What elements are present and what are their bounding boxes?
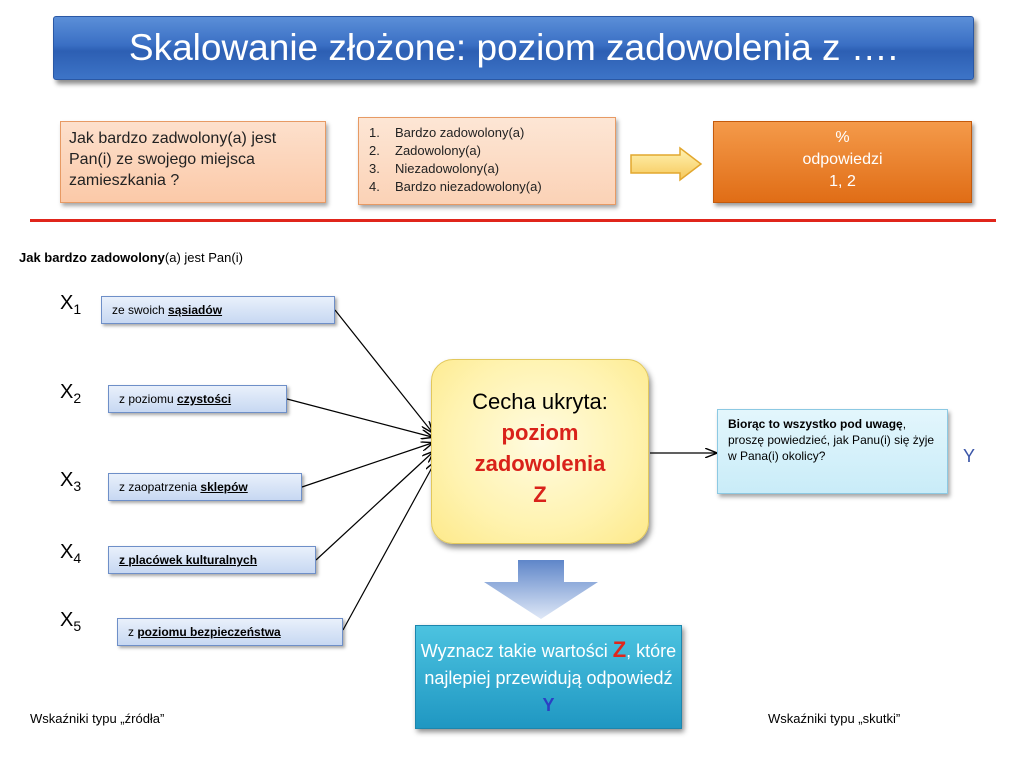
x2-label: X2 [60,381,82,406]
right-arrow-icon [630,146,703,182]
option-item: 3.Niezadowolony(a) [369,161,500,176]
arrow-x2 [286,398,432,437]
x5-label: X5 [60,609,82,634]
arrow-x5 [342,462,435,631]
divider-line [30,219,996,222]
arrow-x4 [315,452,433,561]
question-box: Jak bardzo zadwolony(a) jest Pan(i) ze s… [60,121,326,203]
answer-options-box: 1.Bardzo zadowolony(a) 2.Zadowolony(a) 3… [358,117,616,205]
option-label: Niezadowolony(a) [395,161,500,176]
option-item: 1.Bardzo zadowolony(a) [369,125,525,140]
down-arrow-icon [484,560,598,619]
section-subtitle: Jak bardzo zadowolony(a) jest Pan(i) [19,250,243,265]
outcome-question-box: Biorąc to wszystko pod uwagę, proszę pow… [717,409,948,494]
result-line: % [835,129,850,146]
indicator-box-cleanliness: z poziomu czystości [108,385,287,413]
result-box: % odpowiedzi 1, 2 [713,121,972,203]
title-banner: Skalowanie złożone: poziom zadowolenia z… [53,16,974,80]
conclusion-box: Wyznacz takie wartości Z, które najlepie… [415,625,682,729]
result-line: odpowiedzi [802,151,883,168]
x4-label: X4 [60,541,82,566]
indicator-box-culture: z placówek kulturalnych [108,546,316,574]
indicator-box-shops: z zaopatrzenia sklepów [108,473,302,501]
arrow-x3 [301,443,432,488]
option-label: Bardzo zadowolony(a) [395,125,525,140]
option-label: Bardzo niezadowolony(a) [395,179,542,194]
result-line: 1, 2 [829,173,856,190]
latent-trait-box: Cecha ukryta: poziom zadowolenia Z [431,359,649,544]
indicator-box-safety: z poziomu bezpieczeństwa [117,618,343,646]
footer-effects-label: Wskaźniki typu „skutki” [768,711,901,726]
y-label: Y [963,446,976,466]
footer-sources-label: Wskaźniki typu „źródła” [30,711,165,726]
latent-title: Cecha ukryta: [472,389,608,414]
indicator-box-neighbors: ze swoich sąsiadów [101,296,335,324]
option-item: 2.Zadowolony(a) [369,143,481,158]
question-text: Jak bardzo zadwolony(a) jest Pan(i) ze s… [69,130,277,189]
x3-label: X3 [60,469,82,494]
arrow-x1 [334,309,432,432]
page-title: Skalowanie złożone: poziom zadowolenia z… [128,27,899,68]
x1-label: X1 [60,292,82,317]
option-item: 4.Bardzo niezadowolony(a) [369,179,542,194]
option-label: Zadowolony(a) [395,143,481,158]
